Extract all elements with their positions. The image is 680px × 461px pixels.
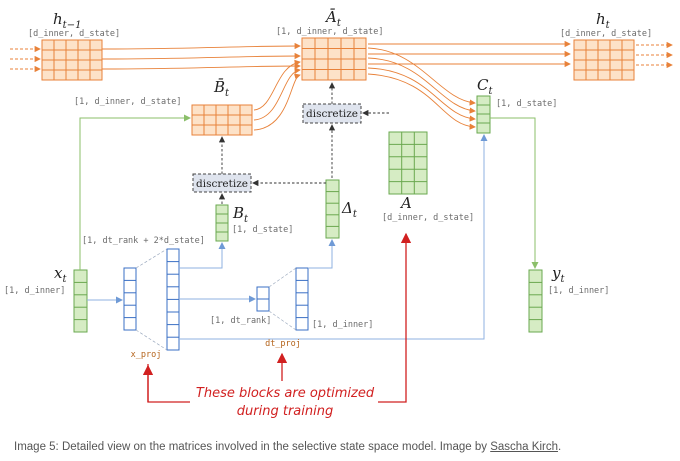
x-t-label: xt (54, 264, 67, 285)
discretize-box-mid (192, 173, 252, 193)
dt-rank-dim: [1, dt_rank] (210, 316, 271, 326)
d-inner-dim: [1, d_inner] (312, 320, 373, 330)
b-t-vector (215, 204, 229, 242)
h-prev-matrix (41, 39, 103, 81)
y-t-dim: [1, d_inner] (548, 286, 609, 296)
b-bar-dim: [1, d_inner, d_state] (74, 97, 181, 107)
training-annotation-arrows (142, 232, 412, 403)
training-note-line2: during training (237, 404, 333, 419)
b-t-dim: [1, d_state] (232, 225, 293, 235)
discretize-label-mid: discretize (196, 178, 248, 190)
h-prev-dim: [d_inner, d_state] (28, 29, 120, 39)
figure-caption: Image 5: Detailed view on the matrices i… (14, 441, 562, 453)
b-bar-label: B̄t (213, 78, 230, 99)
b-bar-matrix (191, 104, 253, 136)
delta-t-vector (325, 179, 340, 239)
h-t-label: ht (596, 10, 611, 31)
blue-arrows (87, 134, 488, 340)
c-t-dim: [1, d_state] (496, 99, 557, 109)
ssm-diagram: ht−1 Āt ht B̄t Ct Bt Δt A xt yt [d_inner… (4, 8, 673, 419)
state-flow-arrows (10, 40, 673, 131)
x-proj-fan (135, 248, 168, 351)
author-link[interactable]: Sascha Kirch (490, 441, 558, 453)
a-dim: [d_inner, d_state] (382, 213, 474, 223)
x-t-dim: [1, d_inner] (4, 286, 65, 296)
b-t-label: Bt (232, 204, 249, 225)
discretize-label-top: discretize (306, 108, 358, 120)
h-t-dim: [d_inner, d_state] (560, 29, 652, 39)
dt-proj-layer (256, 267, 309, 331)
y-t-vector (528, 269, 543, 333)
x-proj-out-dim: [1, dt_rank + 2*d_state] (82, 236, 205, 246)
a-matrix (388, 131, 428, 195)
training-note-line1: These blocks are optimized (196, 386, 375, 401)
y-t-label: yt (551, 264, 565, 285)
a-bar-dim: [1, d_inner, d_state] (276, 27, 383, 37)
x-t-vector (73, 269, 88, 333)
discretize-box-top (302, 103, 362, 124)
delta-t-label: Δt (341, 199, 358, 220)
h-t-matrix (573, 39, 635, 81)
dt-proj-label: dt_proj (265, 339, 301, 349)
dt-proj-fan (268, 267, 297, 331)
c-t-vector (476, 95, 491, 134)
h-prev-label: ht−1 (53, 10, 81, 31)
x-proj-label: x_proj (131, 350, 162, 360)
a-bar-matrix (301, 37, 367, 81)
a-label: A (399, 194, 412, 212)
a-bar-label: Āt (324, 8, 342, 29)
discretize-arrows (218, 82, 389, 204)
green-arrows (79, 114, 539, 270)
x-proj-layer (123, 248, 180, 351)
c-t-label: Ct (477, 76, 493, 97)
